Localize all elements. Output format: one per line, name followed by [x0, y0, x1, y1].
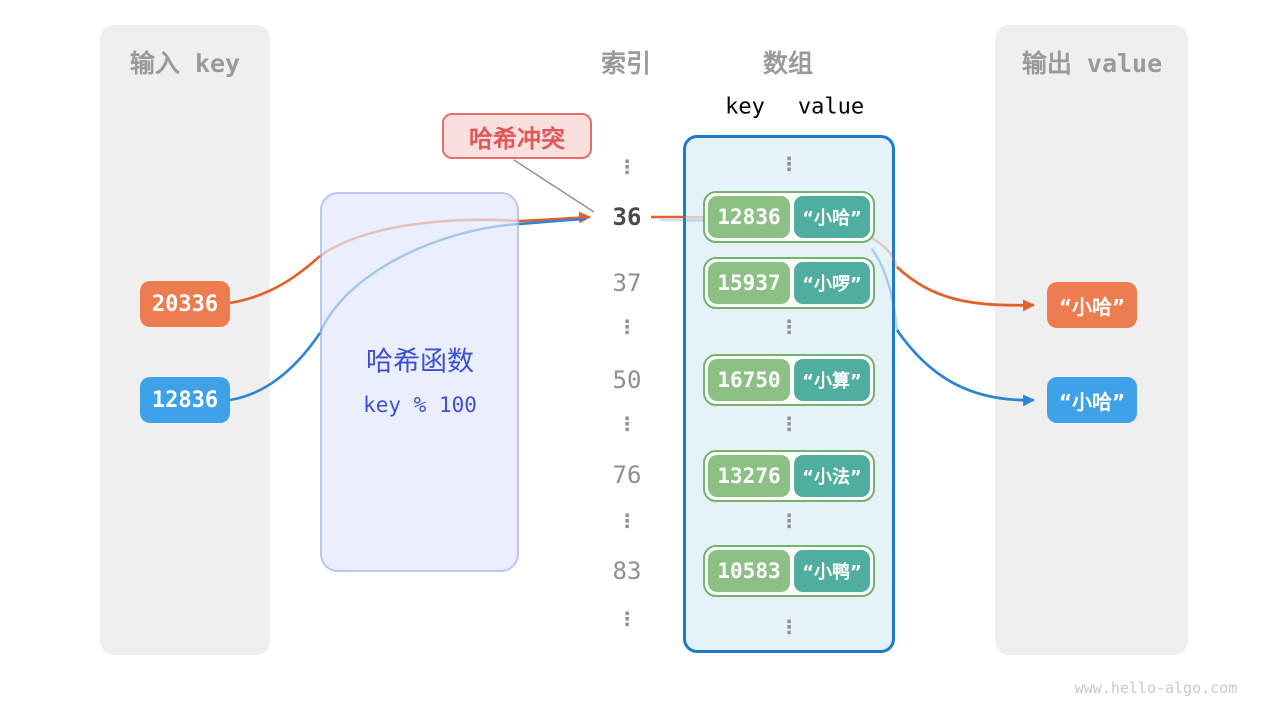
- hash-collision-label: 哈希冲突: [442, 113, 592, 159]
- output-panel: [995, 25, 1188, 655]
- index-ellipsis: ⋮: [617, 510, 637, 533]
- record-key: 15937: [708, 262, 790, 304]
- index-83: 83: [612, 557, 642, 585]
- output-value-label: “小哈”: [1058, 389, 1126, 414]
- index-37: 37: [612, 269, 642, 297]
- watermark: www.hello-algo.com: [1074, 679, 1238, 697]
- index-ellipsis: ⋮: [617, 316, 637, 339]
- record-key: 10583: [708, 550, 790, 592]
- value-column-header: value: [797, 94, 865, 120]
- hash-function-title: 哈希函数: [366, 346, 474, 378]
- index-ellipsis: ⋮: [617, 608, 637, 631]
- output-value-label: “小哈”: [1058, 294, 1126, 319]
- record-key: 16750: [708, 359, 790, 401]
- index-76: 76: [612, 461, 642, 489]
- collision-connector-line: [513, 159, 595, 213]
- record-row-83: 10583 “小鸭”: [703, 545, 875, 597]
- record-value: “小啰”: [794, 262, 870, 304]
- record-row-37: 15937 “小啰”: [703, 257, 875, 309]
- output-value-chip-orange: “小哈”: [1047, 282, 1137, 328]
- arrow-orange-to-index: [518, 211, 591, 224]
- record-key: 12836: [708, 196, 790, 238]
- input-key-label: 12836: [151, 387, 219, 413]
- index-ellipsis: ⋮: [617, 413, 637, 436]
- record-key: 13276: [708, 455, 790, 497]
- array-ellipsis: ⋮: [779, 316, 799, 339]
- array-ellipsis: ⋮: [779, 153, 799, 176]
- input-panel: [100, 25, 270, 655]
- key-column-header: key: [725, 94, 765, 120]
- hash-function-formula: key % 100: [363, 393, 477, 417]
- record-value: “小算”: [794, 359, 870, 401]
- input-key-label: 20336: [151, 291, 219, 317]
- input-key-chip-12836: 12836: [140, 377, 230, 423]
- index-column-title: 索引: [600, 49, 652, 78]
- record-value: “小鸭”: [794, 550, 870, 592]
- record-row-50: 16750 “小算”: [703, 354, 875, 406]
- index-50: 50: [612, 366, 642, 394]
- array-column-title: 数组: [762, 49, 814, 78]
- array-ellipsis: ⋮: [779, 616, 799, 639]
- index-36: 36: [612, 203, 642, 231]
- arrow-blue-to-index: [518, 217, 587, 226]
- record-row-76: 13276 “小法”: [703, 450, 875, 502]
- input-panel-title: 输入 key: [129, 49, 241, 78]
- hash-function-box: [320, 192, 519, 572]
- record-value: “小哈”: [794, 196, 870, 238]
- output-panel-title: 输出 value: [1021, 49, 1163, 78]
- array-ellipsis: ⋮: [779, 413, 799, 436]
- input-key-chip-20336: 20336: [140, 281, 230, 327]
- output-value-chip-blue: “小哈”: [1047, 377, 1137, 423]
- record-row-36: 12836 “小哈”: [703, 191, 875, 243]
- index-ellipsis: ⋮: [617, 156, 637, 179]
- array-ellipsis: ⋮: [779, 510, 799, 533]
- record-value: “小法”: [794, 455, 870, 497]
